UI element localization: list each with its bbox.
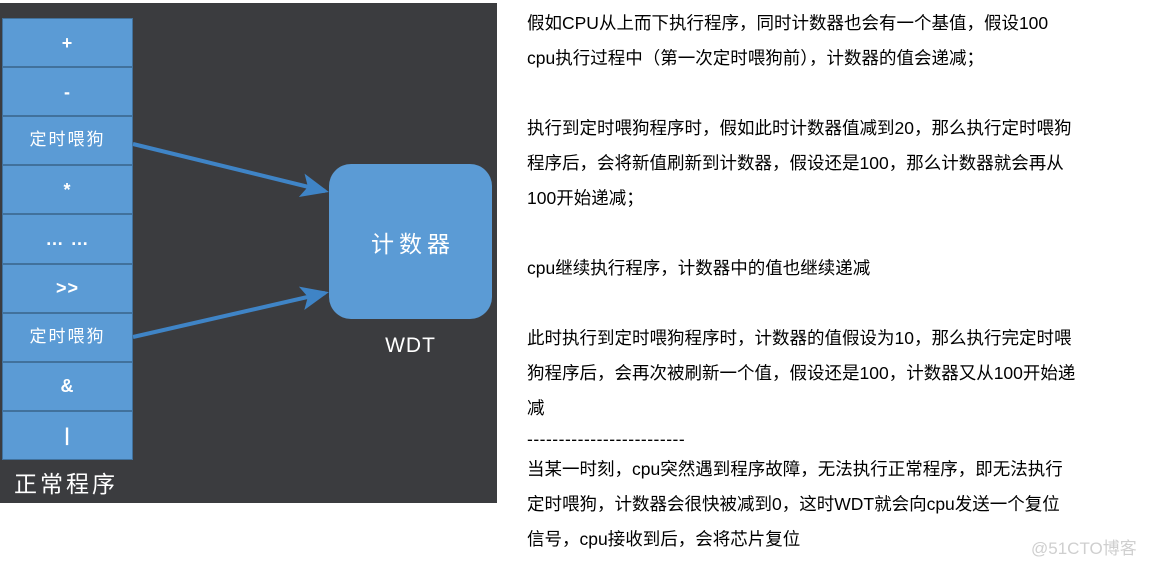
paragraph-spacer: [527, 286, 1152, 321]
note-line: cpu执行过程中（第一次定时喂狗前），计数器的值会递减；: [527, 48, 984, 68]
counter-box: 计数器: [329, 164, 492, 319]
note-line: 程序后，会将新值刷新到计数器，假设还是100，那么计数器就会再从: [527, 153, 1064, 173]
program-instruction-column: +-定时喂狗*… …>>定时喂狗&|: [2, 18, 133, 460]
program-row: *: [2, 165, 133, 215]
wdt-diagram-panel: +-定时喂狗*… …>>定时喂狗&| 正常程序 计数器 WDT: [0, 3, 497, 503]
program-row: &: [2, 361, 133, 411]
program-row: |: [2, 410, 133, 460]
program-row: 定时喂狗: [2, 116, 133, 166]
note-line: 定时喂狗，计数器会很快被减到0，这时WDT就会向cpu发送一个复位: [527, 494, 1060, 514]
program-column-caption: 正常程序: [14, 472, 118, 498]
note-line: cpu继续执行程序，计数器中的值也继续递减: [527, 258, 871, 278]
wdt-label: WDT: [385, 334, 436, 357]
site-watermark: @51CTO博客: [1031, 539, 1137, 558]
arrow-first-feed-dog: [132, 142, 329, 197]
note-line: 此时执行到定时喂狗程序时，计数器的值假设为10，那么执行完定时喂: [527, 328, 1072, 348]
program-row: -: [2, 67, 133, 117]
paragraph-spacer: [527, 216, 1152, 251]
program-row: +: [2, 18, 133, 68]
arrow-second-feed-dog: [132, 286, 329, 339]
note-line: 100开始递减；: [527, 188, 644, 208]
paragraph-spacer: [527, 76, 1152, 111]
program-row: … …: [2, 214, 133, 264]
note-line: 狗程序后，会再次被刷新一个值，假设还是100，计数器又从100开始递: [527, 363, 1076, 383]
explanation-text-panel: 假如CPU从上而下执行程序，同时计数器也会有一个基值，假设100 cpu执行过程中…: [527, 6, 1152, 557]
note-line: 假如CPU从上而下执行程序，同时计数器也会有一个基值，假设100: [527, 13, 1049, 33]
note-line: 执行到定时喂狗程序时，假如此时计数器值减到20，那么执行定时喂狗: [527, 118, 1072, 138]
note-line: 减: [527, 398, 545, 418]
program-row: 定时喂狗: [2, 312, 133, 362]
section-divider: -------------------------: [527, 429, 686, 449]
note-line: 信号，cpu接收到后，会将芯片复位: [527, 529, 801, 549]
note-line: 当某一时刻，cpu突然遇到程序故障，无法执行正常程序，即无法执行: [527, 459, 1063, 479]
program-row: >>: [2, 263, 133, 313]
